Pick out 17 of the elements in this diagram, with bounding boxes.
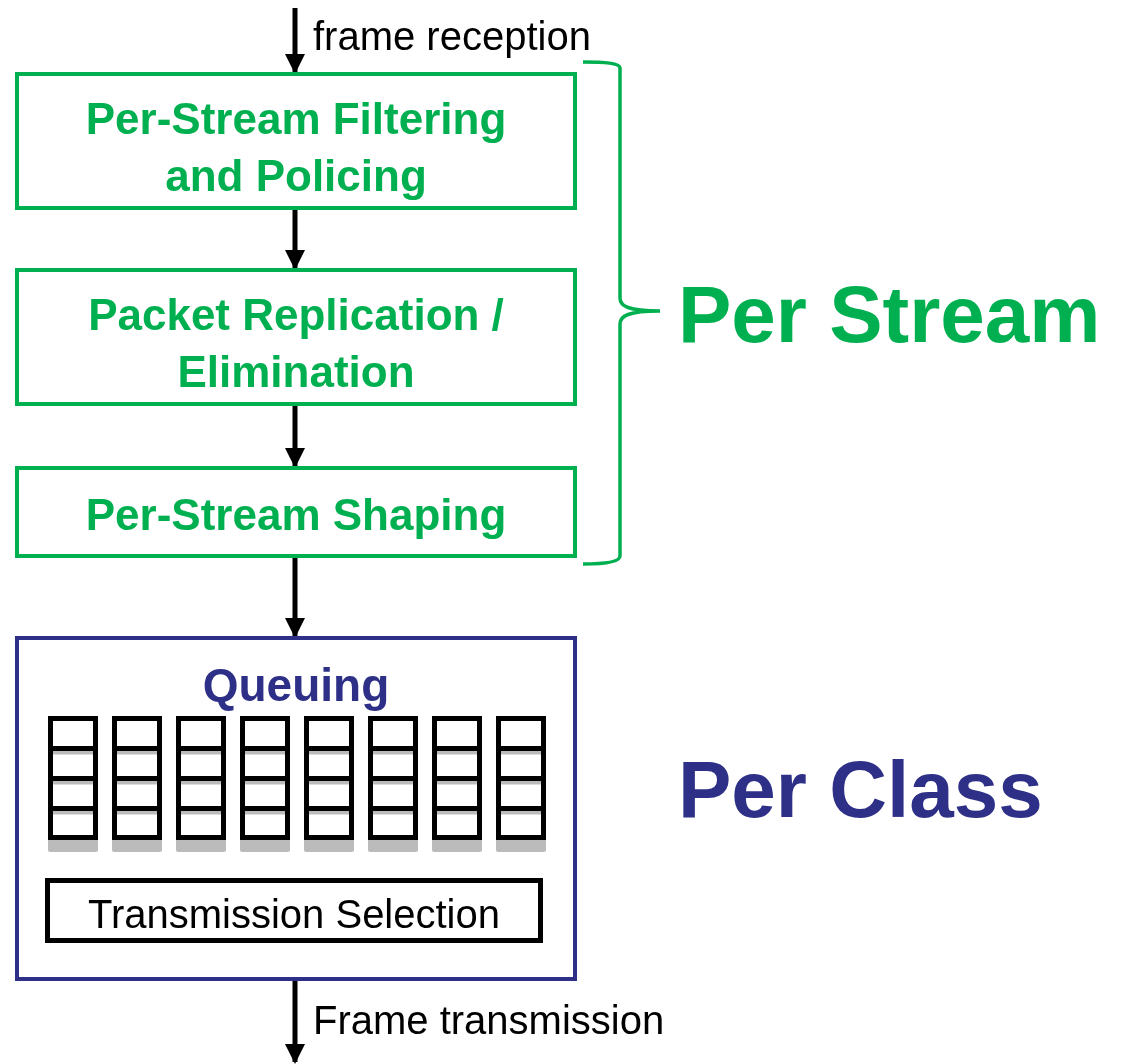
queuing-panel [15, 636, 577, 981]
arrow [285, 210, 305, 270]
process-box [15, 72, 577, 210]
arrow [285, 558, 305, 638]
box-label: Packet Replication / Elimination [87, 289, 505, 398]
box-label: Transmission Selection [87, 891, 501, 937]
arrow [285, 8, 305, 74]
panel-title: Queuing [201, 658, 391, 712]
box-label: Per-Stream Filtering and Policing [84, 93, 508, 202]
arrow [285, 981, 305, 1064]
group-label: Per Class [678, 745, 1043, 835]
arrow [285, 406, 305, 468]
box-label: Per-Stream Shaping [84, 489, 508, 541]
process-box [45, 878, 543, 943]
process-box [15, 466, 577, 558]
process-box [15, 268, 577, 406]
group-label: Per Stream [678, 270, 1101, 360]
